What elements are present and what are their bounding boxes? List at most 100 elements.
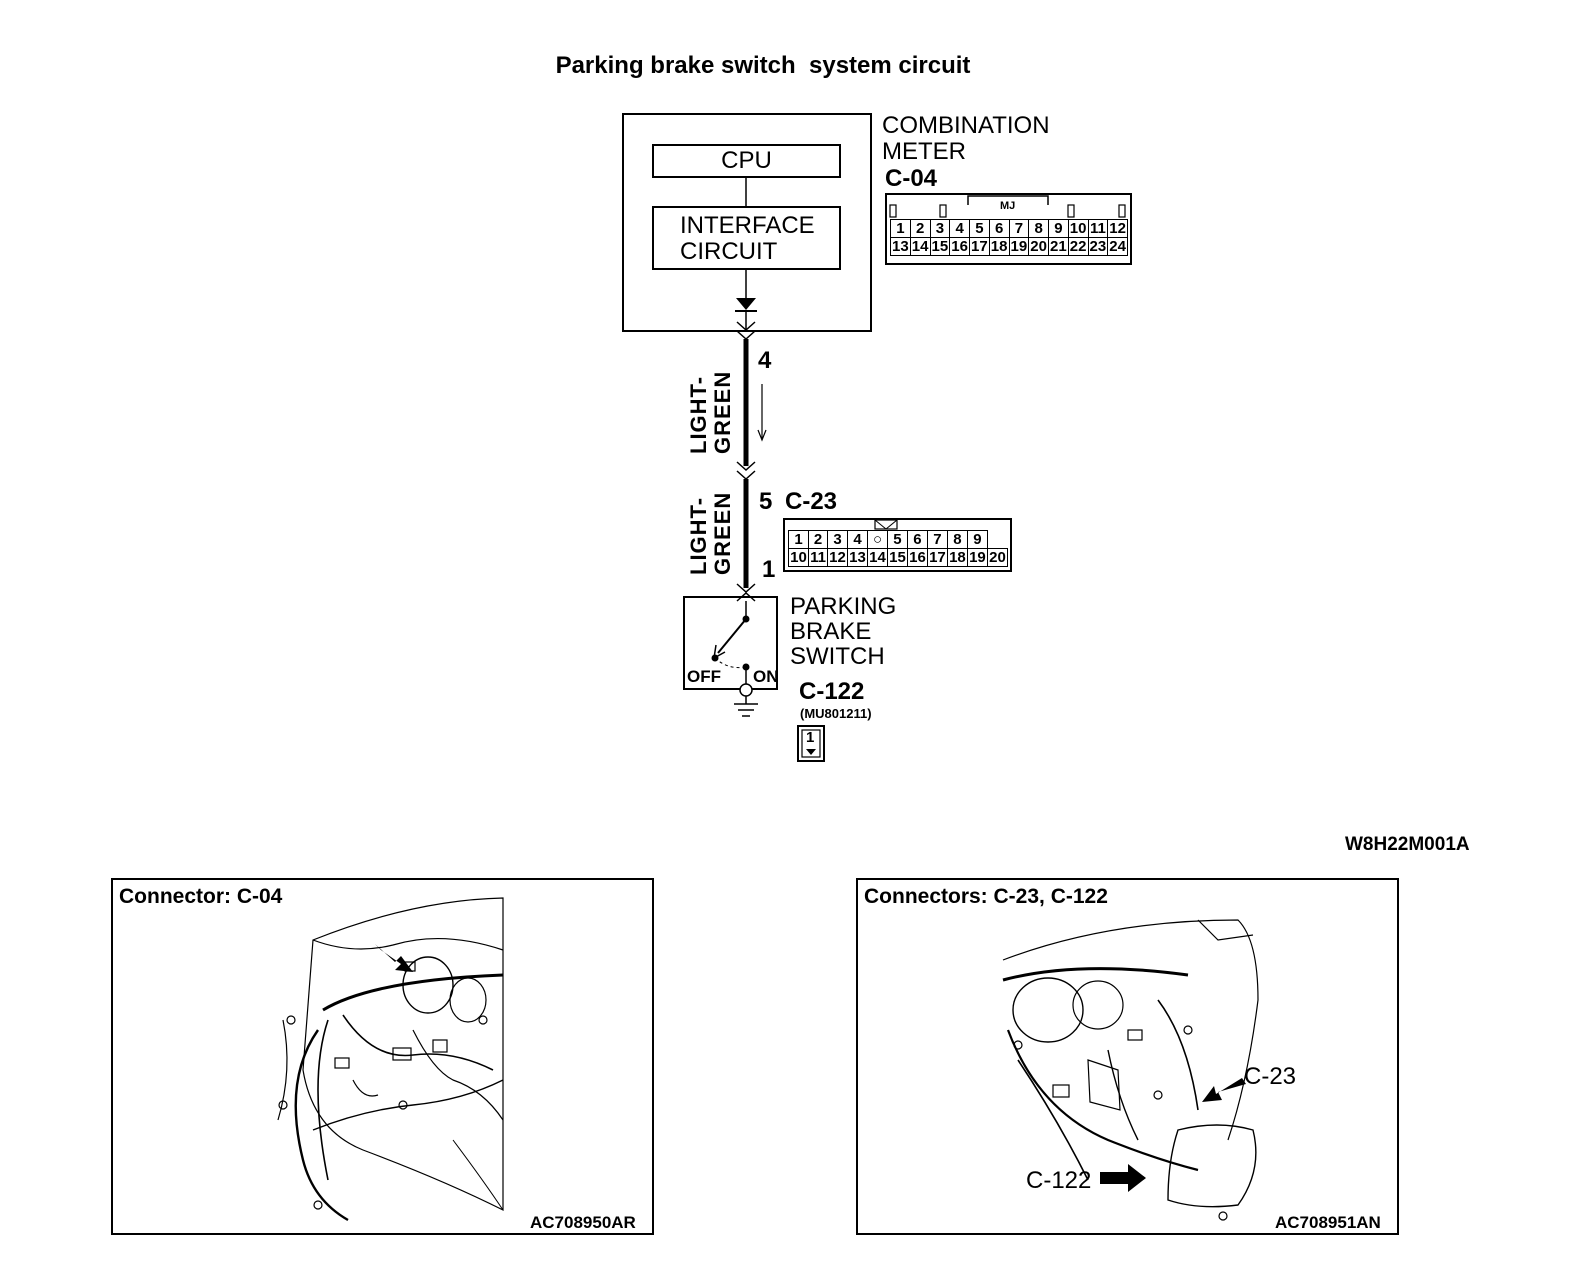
pin-cell: 15 — [886, 548, 908, 567]
pin-meter-number: 4 — [758, 347, 772, 374]
pin-cell: ○ — [867, 530, 888, 549]
c04-key-label: MJ — [1000, 200, 1016, 212]
wire-color-line2: GREEN — [710, 370, 735, 454]
pin-cell: 6 — [906, 530, 928, 549]
pin-cell: 11 — [807, 548, 829, 567]
pin-cell: 20 — [1028, 237, 1049, 256]
pin-cell: 20 — [986, 548, 1009, 567]
pin-cell: 2 — [807, 530, 829, 549]
pin-cell: 9 — [1048, 219, 1069, 238]
wire-color-label-1b: GREEN — [710, 370, 735, 454]
callout-c23-label: C-23 — [1244, 1063, 1297, 1090]
c04-connector-label: C-04 — [885, 165, 938, 192]
pin-cell: 12 — [1107, 219, 1128, 238]
switch-on-label: ON — [753, 667, 779, 686]
wire-color-line1: LIGHT- — [686, 375, 711, 454]
circuit-diagram — [622, 113, 1126, 762]
pin-cell: 3 — [827, 530, 849, 549]
photo-left-code: AC708950AR — [530, 1213, 636, 1232]
pin-cell: 7 — [1008, 219, 1030, 238]
pin-cell: 12 — [827, 548, 849, 567]
photo-panel-left: Connector: C-04 AC708950AR — [111, 878, 654, 1235]
switch-label-3: SWITCH — [790, 643, 885, 670]
pin-cell: 15 — [929, 237, 951, 256]
pin-cell: 6 — [988, 219, 1010, 238]
interface-label-line2: CIRCUIT — [680, 238, 778, 265]
pin-cell: 19 — [1008, 237, 1030, 256]
c23-connector-label: C-23 — [785, 488, 838, 515]
c122-connector-icon — [797, 725, 825, 762]
pin-cell: 4 — [949, 219, 970, 238]
pin-cell: 13 — [847, 548, 868, 567]
combination-meter-label-2: METER — [882, 138, 966, 165]
interface-label-line1: INTERFACE — [680, 212, 815, 239]
pin-cell: 18 — [988, 237, 1010, 256]
pin-cell: 24 — [1107, 237, 1128, 256]
callout-arrow-c122 — [1100, 1164, 1146, 1192]
pin-cell: 10 — [1067, 219, 1089, 238]
pin-cell: 17 — [969, 237, 990, 256]
pin-cell: 16 — [906, 548, 928, 567]
pin-c23-top-number: 5 — [759, 488, 773, 515]
pin-cell: 13 — [890, 237, 911, 256]
pin-cell: 23 — [1087, 237, 1109, 256]
pin-cell: 22 — [1067, 237, 1089, 256]
diagram-code: W8H22M001A — [1345, 834, 1470, 855]
photo-left-title: Connector: C-04 — [119, 885, 283, 908]
pin-cell: 8 — [946, 530, 968, 549]
pin-cell: 14 — [867, 548, 888, 567]
switch-label-1: PARKING — [790, 593, 897, 620]
diagram-title: Parking brake switch system circuit — [555, 52, 971, 79]
photo-right-code: AC708951AN — [1275, 1213, 1381, 1232]
diode-symbol — [736, 298, 756, 310]
combination-meter-label-1: COMBINATION — [882, 112, 1050, 139]
photo-right-title: Connectors: C-23, C-122 — [864, 885, 1108, 908]
pin-cell: 14 — [909, 237, 931, 256]
pin-cell: 5 — [886, 530, 908, 549]
c23-chevron-1 — [736, 461, 756, 472]
photo-panel-right: Connectors: C-23, C-122 C-23 C-122 AC708… — [856, 878, 1399, 1235]
c122-pin-number: 1 — [806, 729, 815, 746]
pin-cell: 7 — [926, 530, 948, 549]
pin-cell: 16 — [949, 237, 970, 256]
pin-cell: 17 — [926, 548, 948, 567]
pin-cell: 5 — [969, 219, 990, 238]
c04-chevron-2 — [736, 330, 756, 341]
switch-label-2: BRAKE — [790, 618, 872, 645]
pin-cell: 11 — [1087, 219, 1109, 238]
c04-connector-outline — [885, 193, 1132, 265]
wire-color-line2b: GREEN — [710, 491, 735, 575]
callout-arrow-c04 — [375, 944, 413, 972]
pin-cell: 1 — [890, 219, 911, 238]
pin-cell: 3 — [929, 219, 951, 238]
c122-connector-label: C-122 — [799, 678, 865, 705]
c122-part-number: (MU801211) — [800, 706, 872, 721]
pin-c23-bottom-number: 1 — [762, 556, 776, 583]
ground-terminal — [739, 683, 753, 697]
switch-travel-path — [714, 657, 747, 669]
c23-chevron-2 — [736, 470, 756, 481]
c04-key-tab — [967, 195, 1049, 205]
pin-cell: 21 — [1048, 237, 1069, 256]
cpu-label: CPU — [721, 147, 772, 174]
wire-color-line1b: LIGHT- — [686, 496, 711, 575]
callout-c122-label: C-122 — [1026, 1167, 1092, 1194]
combination-meter-box — [622, 113, 872, 332]
pin-cell: 19 — [966, 548, 988, 567]
pin-cell: 4 — [847, 530, 868, 549]
switch-lever — [717, 618, 747, 654]
wire-color-label-2b: GREEN — [710, 491, 735, 575]
pin-cell: 8 — [1028, 219, 1049, 238]
c04-chevron-1 — [736, 321, 756, 332]
pin-cell: 10 — [788, 548, 809, 567]
switch-box — [683, 596, 778, 690]
wire-color-label-1: LIGHT- — [686, 372, 711, 454]
pin-cell: 18 — [946, 548, 968, 567]
pin-cell: 1 — [788, 530, 809, 549]
switch-off-label: OFF — [687, 667, 721, 686]
